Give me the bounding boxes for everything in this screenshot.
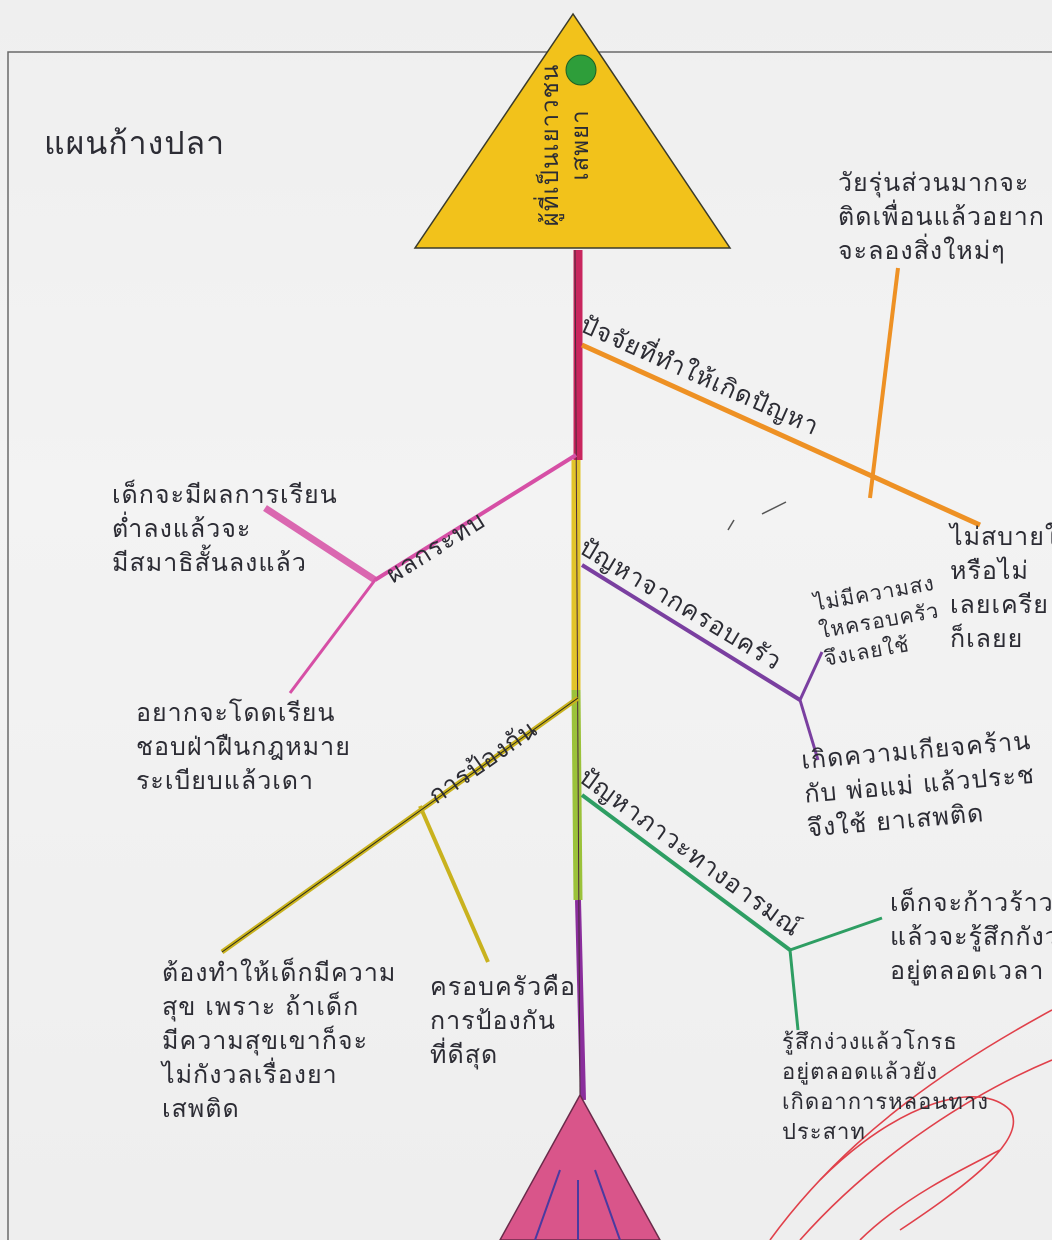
note-line: ไม่กังวลเรื่องยา <box>162 1060 338 1089</box>
pencil-stroke <box>727 519 735 531</box>
note-line: เกิดอาการหลอนทาง <box>782 1090 990 1115</box>
note-line: อยากจะโดดเรียน <box>136 698 336 727</box>
red-mark <box>859 1149 1001 1240</box>
note-line: ต้องทำให้เด็กมีความ <box>162 958 397 987</box>
note-line: แล้วจะรู้สึกกังว <box>890 922 1052 951</box>
bone-emotion <box>580 793 883 1031</box>
note-line: จะลองสิ่งใหม่ๆ <box>838 236 1006 265</box>
bone-effects-main <box>373 453 578 582</box>
head-label-line: ผู้ที่เป็นเยาวชน <box>536 63 564 227</box>
note-line: ไม่สบายใ <box>950 522 1052 551</box>
spine-segment-green <box>571 689 583 901</box>
note-skip-school: อยากจะโดดเรียน ชอบฝ่าฝืนกฎหมาย ระเบียบแล… <box>136 696 351 798</box>
note-line: ต่ำลงแล้วจะ <box>112 514 252 543</box>
tail-stroke <box>594 1169 621 1240</box>
note-line: ที่ดีสุด <box>430 1040 499 1069</box>
note-line: การป้องกัน <box>430 1006 556 1035</box>
note-line: มีสมาธิสั้นลงแล้ว <box>112 548 307 577</box>
bone-effects-twig-lower <box>288 579 377 694</box>
green-dot-marker <box>565 54 597 86</box>
note-grades: เด็กจะมีผลการเรียน ต่ำลงแล้วจะ มีสมาธิสั… <box>112 478 338 580</box>
note-line: หรือไม่ <box>950 556 1029 585</box>
note-line: ประสาท <box>782 1120 866 1145</box>
bone-prevention-twig <box>418 805 490 963</box>
bone-effects <box>263 453 578 694</box>
head-problem-label: ผู้ที่เป็นเยาวชน เสพยา <box>535 45 605 245</box>
note-line: มีความสุขเขาก็จะ <box>162 1026 368 1055</box>
head-label-line: เสพยา <box>566 109 594 181</box>
note-line: ครอบครัวคือ <box>430 972 576 1001</box>
note-line: สุข เพราะ ถ้าเด็ก <box>162 992 360 1021</box>
note-line: อยู่ตลอดเวลา <box>890 956 1045 985</box>
bone-prevention-pencil <box>221 697 579 953</box>
bone-family-twig-up <box>798 651 824 701</box>
note-unwell: ไม่สบายใ หรือไม่ เลยเครีย ก็เลยย <box>950 520 1052 656</box>
note-line: อยู่ตลอดแล้วยัง <box>782 1060 939 1085</box>
note-line: ระเบียบแล้วเดา <box>136 766 315 795</box>
note-line: ก็เลยย <box>950 624 1024 653</box>
note-line: เด็กจะมีผลการเรียน <box>112 480 338 509</box>
note-line: ชอบฝ่าฝืนกฎหมาย <box>136 732 351 761</box>
fish-spine <box>571 249 586 1101</box>
page-title: แผนก้างปลา <box>44 124 226 162</box>
pencil-stroke <box>761 501 787 515</box>
spine-pencil-stroke <box>574 249 581 1101</box>
note-friends: วัยรุ่นส่วนมากจะ ติดเพื่อนแล้วอยาก จะลอง… <box>838 166 1045 268</box>
bone-effects-twig-upper <box>263 505 377 583</box>
bone-causes-main <box>580 342 982 528</box>
note-line: ติดเพื่อนแล้วอยาก <box>838 202 1045 231</box>
red-mark <box>819 1096 1015 1231</box>
note-line: รู้สึกง่วงแล้วโกรธ <box>782 1030 958 1055</box>
fish-head-triangle <box>413 12 732 249</box>
bone-family-main <box>580 563 802 702</box>
red-mark <box>769 1009 1052 1240</box>
bone-prevention <box>220 695 580 963</box>
note-line: วัยรุ่นส่วนมากจะ <box>838 168 1030 197</box>
bone-family-twig-down <box>798 699 820 761</box>
note-aggressive: เด็กจะก้าวร้าวขึ้ แล้วจะรู้สึกกังว อยู่ต… <box>890 886 1052 988</box>
note-line: เสพติด <box>162 1094 240 1123</box>
bone-emotion-twig-down <box>788 949 800 1031</box>
tail-stroke <box>534 1169 561 1240</box>
bone-causes-twig-up <box>868 267 900 499</box>
note-hallucinate: รู้สึกง่วงแล้วโกรธ อยู่ตลอดแล้วยัง เกิดอ… <box>782 1028 989 1148</box>
note-happiness: ต้องทำให้เด็กมีความ สุข เพราะ ถ้าเด็ก มี… <box>162 956 396 1126</box>
drawing-frame <box>7 51 1052 1240</box>
fish-tail-triangle <box>499 1093 661 1240</box>
bone-causes <box>580 267 982 528</box>
note-line: เลยเครีย <box>950 590 1049 619</box>
red-grading-marks <box>769 1009 1052 1240</box>
note-line: เด็กจะก้าวร้าวขึ้ <box>890 888 1052 917</box>
note-stress: เกิดความเกียจคร้าน กับ พ่อแม่ แล้วประช จ… <box>800 724 1039 846</box>
note-family-best: ครอบครัวคือ การป้องกัน ที่ดีสุด <box>430 970 576 1072</box>
bone-family <box>580 563 824 761</box>
bone-emotion-twig-right <box>789 916 883 952</box>
red-mark <box>799 1059 1052 1240</box>
bone-emotion-main <box>580 793 792 952</box>
